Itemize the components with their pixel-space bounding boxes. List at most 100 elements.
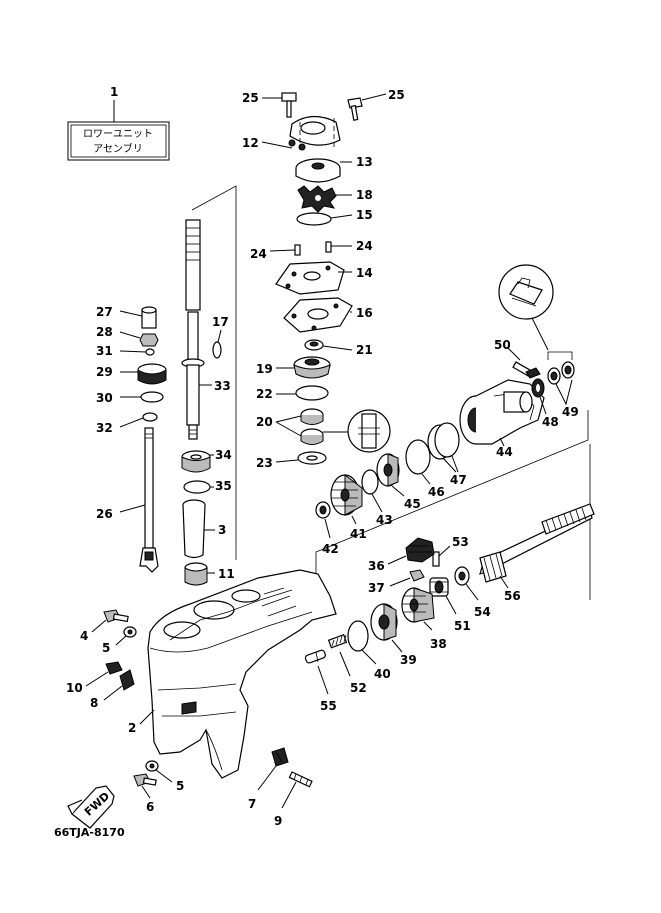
part-shim-43[interactable] bbox=[361, 469, 379, 495]
callout-36: 36 bbox=[368, 559, 385, 573]
part-propeller-shaft-56[interactable] bbox=[479, 503, 595, 583]
part-drive-shaft-33[interactable] bbox=[181, 219, 205, 440]
callout-29: 29 bbox=[96, 365, 113, 379]
part-washer-32[interactable] bbox=[142, 412, 158, 422]
part-washer-23[interactable] bbox=[297, 451, 327, 465]
callout-39: 39 bbox=[400, 653, 417, 667]
part-bearing-34[interactable] bbox=[181, 450, 211, 473]
part-bolt-9[interactable] bbox=[288, 771, 313, 788]
callout-20: 20 bbox=[256, 415, 273, 429]
callout-48: 48 bbox=[542, 415, 559, 429]
part-forward-gear-38[interactable] bbox=[401, 587, 435, 623]
part-insert-cartridge-13[interactable] bbox=[295, 158, 341, 183]
part-bolt-25-right[interactable] bbox=[347, 93, 387, 121]
callout-1: 1 bbox=[110, 85, 118, 99]
part-nut-42[interactable] bbox=[315, 501, 331, 519]
part-o-ring-22[interactable] bbox=[295, 385, 329, 401]
part-collar-27[interactable] bbox=[141, 306, 157, 329]
part-impeller-18[interactable] bbox=[297, 185, 337, 213]
part-oil-seal-20[interactable] bbox=[300, 408, 324, 445]
fwd-arrow-icon: FWD bbox=[67, 785, 115, 829]
callout-25-right: 25 bbox=[388, 88, 405, 102]
part-lower-casing-2[interactable] bbox=[147, 569, 337, 779]
callout-3: 3 bbox=[218, 523, 226, 537]
part-bushing-11[interactable] bbox=[184, 562, 208, 586]
part-dowel-24-left[interactable] bbox=[294, 244, 301, 256]
part-bolt-10[interactable] bbox=[105, 661, 123, 675]
part-bushing-48[interactable] bbox=[531, 378, 545, 398]
part-bolt-50[interactable] bbox=[512, 361, 541, 379]
part-oil-seal-housing-19[interactable] bbox=[293, 356, 331, 379]
part-seal-21[interactable] bbox=[304, 339, 324, 351]
callout-43: 43 bbox=[376, 513, 393, 527]
callout-5-lower: 5 bbox=[176, 779, 184, 793]
assembly-label-line2: アセンブリ bbox=[93, 142, 143, 155]
part-sleeve-35[interactable] bbox=[183, 480, 211, 494]
part-dowel-24-right[interactable] bbox=[325, 241, 332, 253]
part-bearing-housing-44[interactable] bbox=[459, 379, 545, 445]
callout-45: 45 bbox=[404, 497, 421, 511]
callout-24-left: 24 bbox=[250, 247, 267, 261]
callout-6: 6 bbox=[146, 800, 154, 814]
callout-12: 12 bbox=[242, 136, 259, 150]
part-grommet-29[interactable] bbox=[137, 363, 167, 385]
callout-5-upper: 5 bbox=[102, 641, 110, 655]
part-clip-31[interactable] bbox=[145, 348, 155, 356]
callout-11: 11 bbox=[218, 567, 235, 581]
part-spring-52[interactable] bbox=[327, 633, 348, 649]
callout-9: 9 bbox=[274, 814, 282, 828]
diagram-code: 66TJA-8170 bbox=[54, 826, 125, 839]
part-reverse-gear-36[interactable] bbox=[405, 537, 435, 563]
part-spring-54[interactable] bbox=[454, 566, 470, 586]
callout-42: 42 bbox=[322, 542, 339, 556]
part-shim-37[interactable] bbox=[409, 569, 425, 582]
callout-50: 50 bbox=[494, 338, 511, 352]
callout-27: 27 bbox=[96, 305, 113, 319]
part-gasket-16[interactable] bbox=[283, 297, 353, 333]
part-o-ring-30[interactable] bbox=[140, 391, 164, 403]
assembly-label[interactable]: 1 ロワーユニット アセンブリ bbox=[67, 85, 170, 161]
part-o-ring-47[interactable] bbox=[427, 422, 460, 460]
detail-view-seal[interactable] bbox=[323, 409, 391, 453]
part-key-15[interactable] bbox=[296, 212, 332, 226]
callout-17: 17 bbox=[212, 315, 229, 329]
part-pump-housing-12[interactable] bbox=[288, 115, 341, 151]
part-shift-rod-26[interactable] bbox=[139, 427, 159, 573]
callout-30: 30 bbox=[96, 391, 113, 405]
callout-37: 37 bbox=[368, 581, 385, 595]
assembly-label-line1: ロワーユニット bbox=[83, 129, 153, 140]
part-nut-28[interactable] bbox=[139, 333, 159, 347]
part-bolt-25-left[interactable] bbox=[262, 92, 297, 118]
part-bushing-49[interactable] bbox=[547, 361, 575, 385]
callout-7: 7 bbox=[248, 797, 256, 811]
callout-16: 16 bbox=[356, 306, 373, 320]
callout-38: 38 bbox=[430, 637, 447, 651]
part-plunger-55[interactable] bbox=[304, 649, 327, 664]
part-bolt-6[interactable] bbox=[133, 773, 157, 787]
part-pin-53[interactable] bbox=[432, 551, 440, 567]
part-bearing-39[interactable] bbox=[370, 603, 398, 641]
part-bolt-4[interactable] bbox=[103, 609, 129, 623]
part-pinion-gear-41[interactable] bbox=[330, 473, 363, 516]
part-outer-plate-14[interactable] bbox=[275, 261, 345, 295]
part-clutch-dog-51[interactable] bbox=[429, 577, 449, 597]
part-washer-5-lower[interactable] bbox=[145, 760, 159, 772]
part-bearing-45[interactable] bbox=[376, 453, 400, 487]
callout-23: 23 bbox=[256, 456, 273, 470]
callout-44: 44 bbox=[496, 445, 513, 459]
callout-54: 54 bbox=[474, 605, 491, 619]
callout-14: 14 bbox=[356, 266, 373, 280]
callout-46: 46 bbox=[428, 485, 445, 499]
part-trim-tab-7[interactable] bbox=[271, 747, 289, 767]
detail-view-bushing[interactable] bbox=[498, 264, 554, 351]
callout-21: 21 bbox=[356, 343, 373, 357]
callout-19: 19 bbox=[256, 362, 273, 376]
part-sleeve-3[interactable] bbox=[182, 499, 206, 559]
part-o-ring-46[interactable] bbox=[405, 439, 431, 475]
callout-8: 8 bbox=[90, 696, 98, 710]
part-shim-40[interactable] bbox=[347, 620, 369, 652]
part-washer-5-upper[interactable] bbox=[123, 626, 137, 638]
callout-26: 26 bbox=[96, 507, 113, 521]
part-anode-8[interactable] bbox=[119, 669, 135, 691]
part-key-17[interactable] bbox=[212, 341, 222, 359]
